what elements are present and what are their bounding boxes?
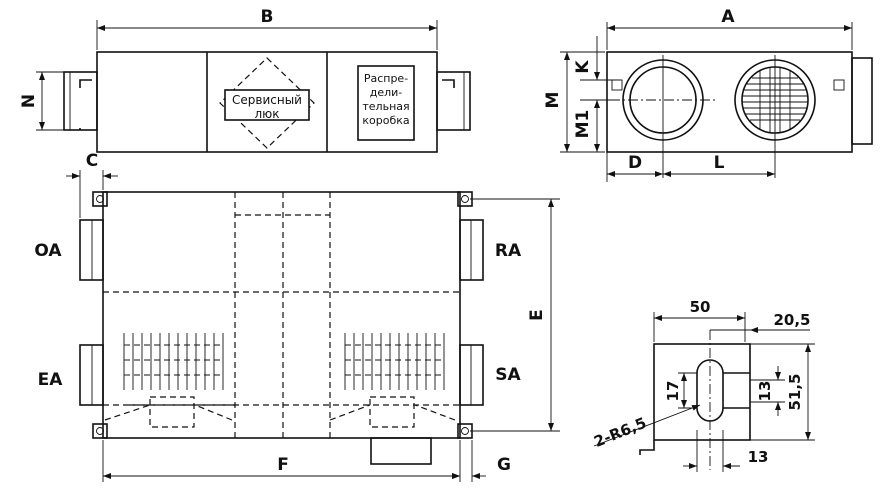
dim-l-label: L [714, 153, 725, 173]
port-ra-label: RA [495, 241, 522, 261]
dim-e-label: E [527, 309, 547, 321]
bracket-offset-label: 20,5 [773, 311, 810, 329]
end-view: A K M M1 D L [543, 7, 873, 182]
dim-b-label: B [261, 7, 274, 27]
dim-d-label: D [628, 153, 642, 173]
bracket-height-label: 51,5 [786, 373, 804, 410]
dim-a-label: A [721, 7, 735, 27]
port-ea-label: EA [38, 370, 64, 390]
dim-m1-label: M1 [573, 110, 593, 139]
dim-f-label: F [277, 455, 289, 475]
service-hatch-outline [219, 57, 315, 149]
port-oa-label: OA [34, 241, 62, 261]
distribution-box [357, 65, 415, 141]
bracket-slot-width-label: 13 [756, 381, 774, 402]
port-sa-label: SA [495, 365, 521, 385]
dim-m-label: M [543, 92, 563, 109]
bracket-width-label: 50 [690, 298, 711, 316]
dim-g-label: G [497, 455, 511, 475]
bracket-detail: 50 20,5 51,5 17 13 13 2-R6,5 [591, 298, 815, 472]
dim-k-label: K [573, 60, 593, 74]
dim-c-label: C [86, 151, 98, 171]
bracket-slot-length-label: 17 [664, 381, 682, 402]
dim-n-label: N [19, 94, 39, 108]
top-view: OA EA RA SA C E F G [34, 151, 560, 482]
bracket-slot-offset-label: 13 [748, 448, 769, 466]
bracket-radius-label: 2-R6,5 [591, 414, 649, 451]
